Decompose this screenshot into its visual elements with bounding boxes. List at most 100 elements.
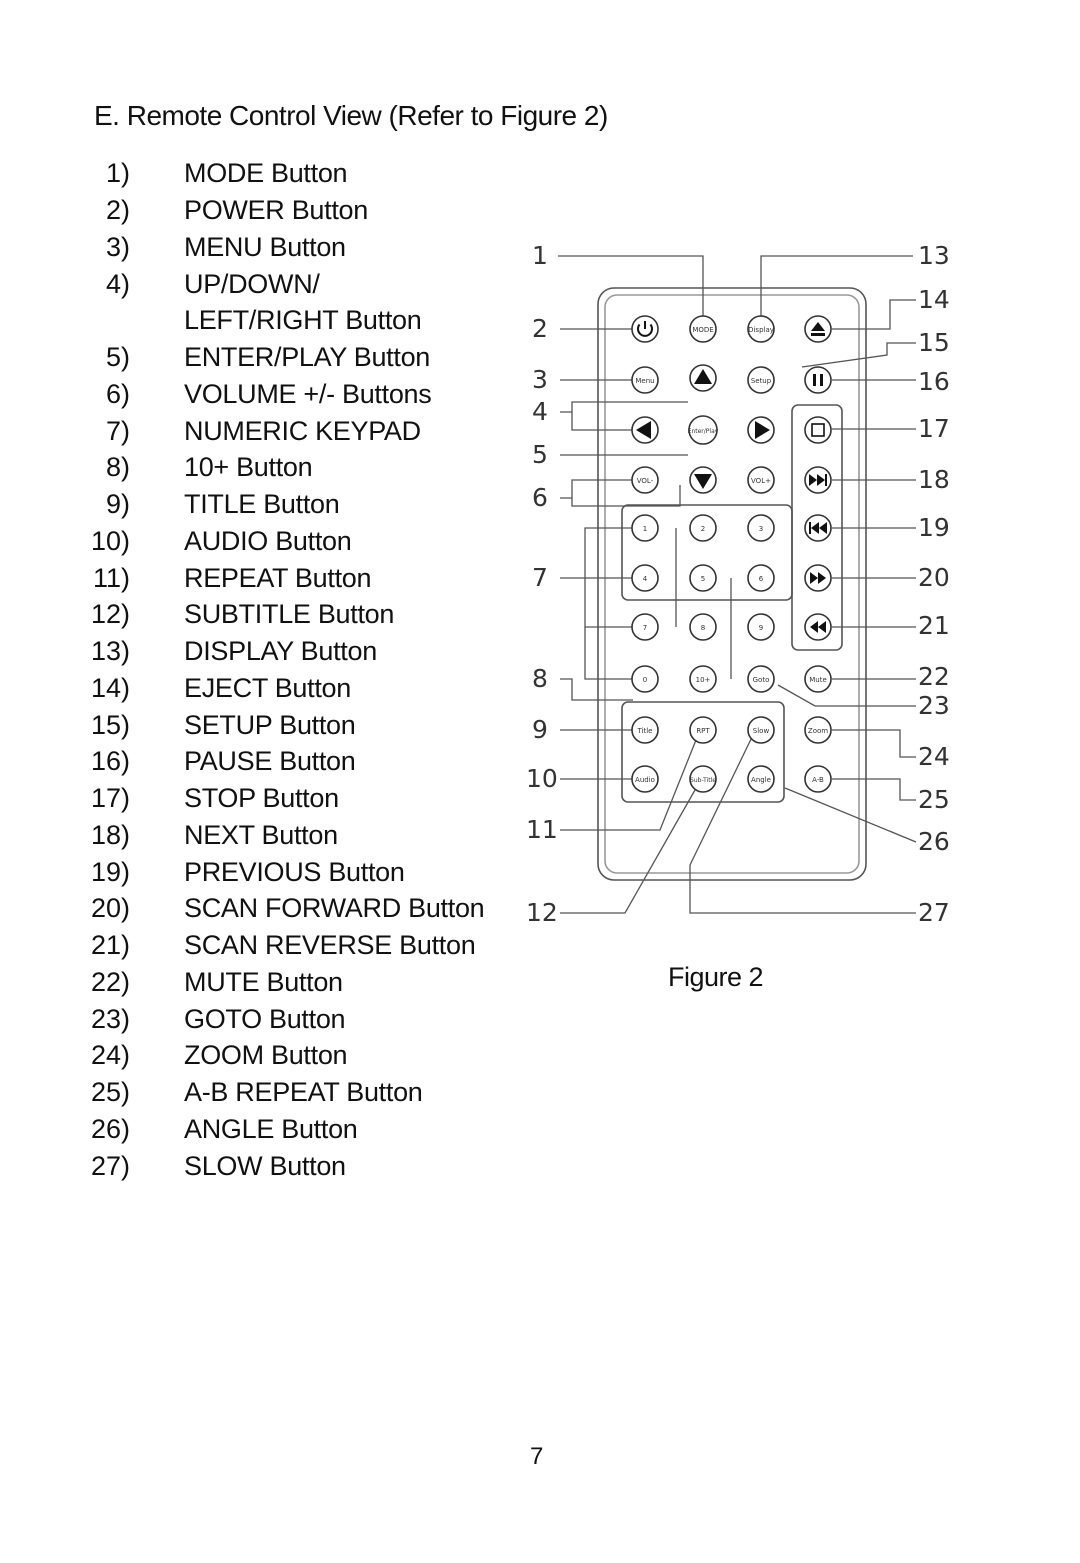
list-item: 7) NUMERIC KEYPAD [0,413,540,449]
callout-number: 9 [532,715,548,744]
item-label: SCAN FORWARD Button [184,893,485,923]
callout-number: 12 [526,898,558,927]
previous-icon [809,522,811,534]
digit-5-button-illustration [689,564,717,592]
item-label: EJECT Button [184,673,351,703]
item-label: NEXT Button [184,820,338,850]
item-label: MODE Button [184,158,348,188]
list-item: 24) ZOOM Button [0,1037,540,1073]
callout-number: 26 [918,827,950,856]
rpt-button-illustration [689,716,717,744]
figure-caption: Figure 2 [668,962,764,992]
item-label: UP/DOWN/ [184,269,320,299]
list-item: 3) MENU Button [0,229,540,265]
pause-button-illustration [804,366,832,394]
callout-number: 4 [532,397,548,426]
item-label: ENTER/PLAY Button [184,342,431,372]
digit-0-button-illustration [631,665,659,693]
callout-number: 22 [918,662,950,691]
item-number: 19) [90,857,130,887]
digit-label: 3 [759,525,763,533]
section-heading: E. Remote Control View (Refer to Figure … [94,100,608,131]
digit-label: 4 [643,575,648,583]
right-arrow-icon [755,421,770,439]
item-label: ZOOM Button [184,1040,348,1070]
display-button-illustration [747,315,775,343]
remote-outline [597,287,867,881]
mute-label: Mute [809,676,827,684]
slow-button-illustration [747,716,775,744]
item-label: TITLE Button [184,489,340,519]
title-label: Title [636,727,652,735]
list-item: 21) SCAN REVERSE Button [0,927,540,963]
callout-number: 20 [918,563,950,592]
list-item: 16) PAUSE Button [0,743,540,779]
list-item: 27) SLOW Button [0,1148,540,1184]
vol-minus-label: VOL- [637,477,654,485]
item-label: A-B REPEAT Button [184,1077,423,1107]
digit-1-button-illustration [631,514,659,542]
zoom-button-illustration [804,716,832,744]
item-number: 15) [90,710,130,740]
item-number: 13) [90,636,130,666]
item-label: SLOW Button [184,1151,346,1181]
item-label: MENU Button [184,232,346,262]
callout-number: 24 [918,742,950,771]
item-label: DISPLAY Button [184,636,377,666]
item-label: 10+ Button [184,452,313,482]
list-item: 1) MODE Button [0,155,540,191]
angle-label: Angle [751,776,771,784]
item-number: 16) [90,746,130,776]
item-label: STOP Button [184,783,339,813]
ten-plus-label: 10+ [696,676,711,684]
vol-minus-button-illustration [631,466,659,494]
list-item: 25) A-B REPEAT Button [0,1074,540,1110]
callout-number: 8 [532,664,548,693]
item-number: 14) [90,673,130,703]
goto-label: Goto [753,676,770,684]
scan-reverse-icon [810,621,818,633]
subtitle-button-illustration [689,765,717,793]
item-number: 26) [90,1114,130,1144]
list-item: 15) SETUP Button [0,707,540,743]
mute-button-illustration [804,665,832,693]
ab-repeat-button-illustration [804,765,832,793]
list-item: 12) SUBTITLE Button [0,596,540,632]
goto-button-illustration [747,665,775,693]
mode-button-illustration [689,315,717,343]
digit-label: 0 [643,676,647,684]
callout-number: 7 [532,563,548,592]
item-number: 3) [105,232,130,262]
callout-number: 10 [526,764,558,793]
list-item: 4) UP/DOWN/ [0,266,540,302]
stop-button-illustration [804,416,832,444]
scan-forward-icon [810,572,818,584]
item-label: SCAN REVERSE Button [184,930,476,960]
item-number: 1) [105,158,130,188]
callout-number: 17 [918,414,950,443]
list-item: 20) SCAN FORWARD Button [0,890,540,926]
digit-7-button-illustration [631,613,659,641]
remote-control-figure: MODE Display Menu Setup Enter/Play VOL- … [526,241,950,927]
next-icon [809,474,817,486]
item-number: 22) [90,967,130,997]
callout-number: 14 [918,285,950,314]
vol-plus-button-illustration [747,466,775,494]
list-item: 5) ENTER/PLAY Button [0,339,540,375]
callout-number: 1 [532,241,548,270]
item-number: 24) [90,1040,130,1070]
list-item: 11) REPEAT Button [0,560,540,596]
ten-plus-button-illustration [689,665,717,693]
callout-number: 18 [918,465,950,494]
item-label: ANGLE Button [184,1114,358,1144]
eject-icon [811,322,825,331]
item-number: 21) [90,930,130,960]
list-item: 26) ANGLE Button [0,1111,540,1147]
callout-number: 3 [532,365,548,394]
item-number: 10) [90,526,130,556]
audio-label: Audio [635,776,655,784]
digit-label: 5 [701,575,705,583]
stop-icon [811,423,825,437]
item-label: SETUP Button [184,710,356,740]
enter-play-button-illustration [688,415,718,445]
